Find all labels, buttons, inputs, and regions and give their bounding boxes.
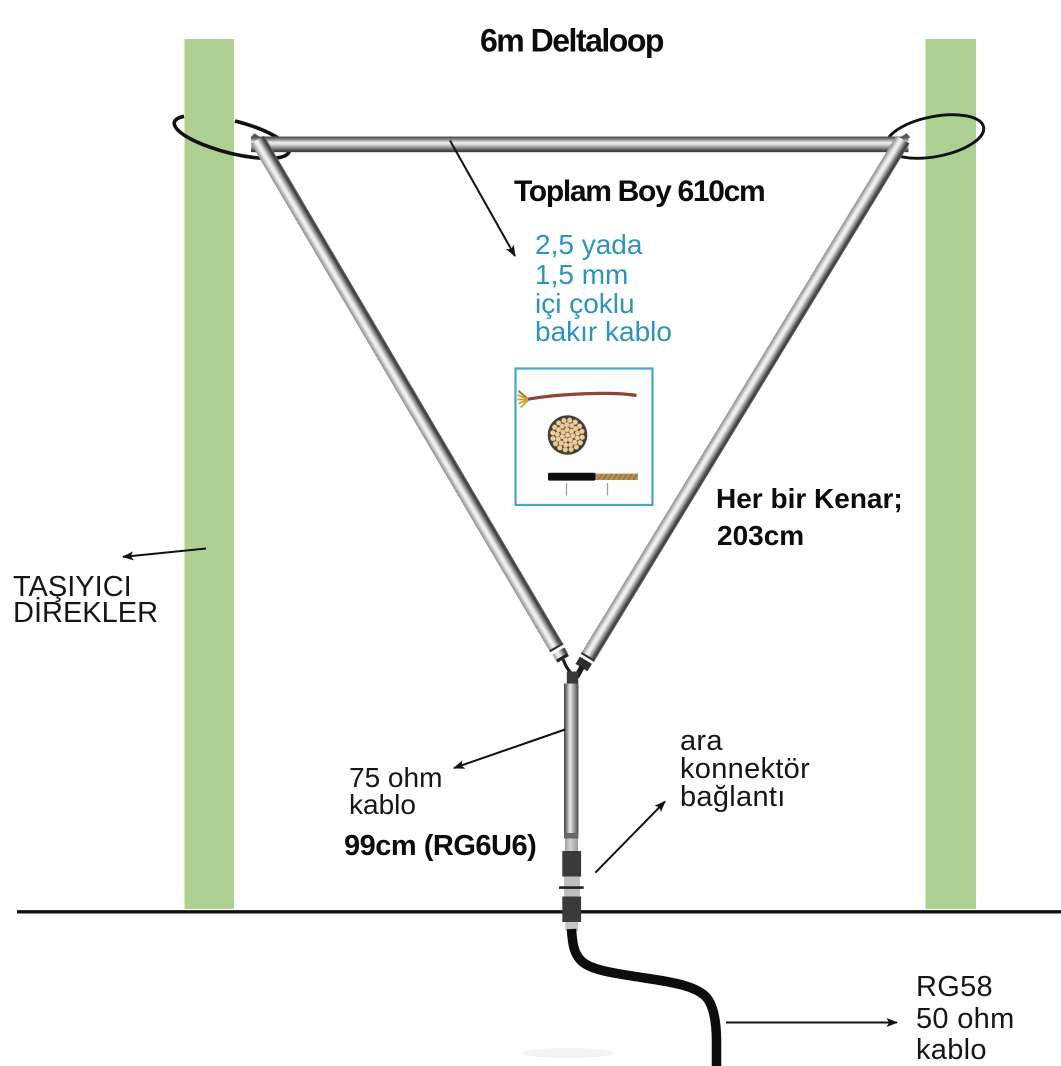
svg-text:içi çoklu: içi çoklu [535,288,635,319]
svg-text:50 ohm: 50 ohm [916,1003,1015,1035]
svg-text:Toplam Boy 610cm: Toplam Boy 610cm [514,175,764,208]
svg-text:konnektör: konnektör [680,753,810,785]
svg-text:kablo: kablo [916,1034,987,1066]
svg-text:bağlantı: bağlantı [680,781,786,813]
svg-text:bakır kablo: bakır kablo [535,316,672,347]
svg-text:203cm: 203cm [717,520,804,551]
svg-text:1,5 mm: 1,5 mm [535,259,628,290]
svg-text:99cm (RG6U6): 99cm (RG6U6) [344,830,536,862]
svg-text:2,5 yada: 2,5 yada [535,229,643,260]
svg-text:DİREKLER: DİREKLER [13,596,158,629]
svg-text:RG58: RG58 [916,971,993,1003]
svg-text:kablo: kablo [349,789,416,820]
svg-text:75 ohm: 75 ohm [349,762,442,793]
svg-text:ara: ara [680,725,723,757]
svg-text:6m Deltaloop: 6m Deltaloop [480,23,664,59]
svg-text:TAŞIYICI: TAŞIYICI [13,571,132,603]
svg-text:Her bir Kenar;: Her bir Kenar; [716,483,903,514]
